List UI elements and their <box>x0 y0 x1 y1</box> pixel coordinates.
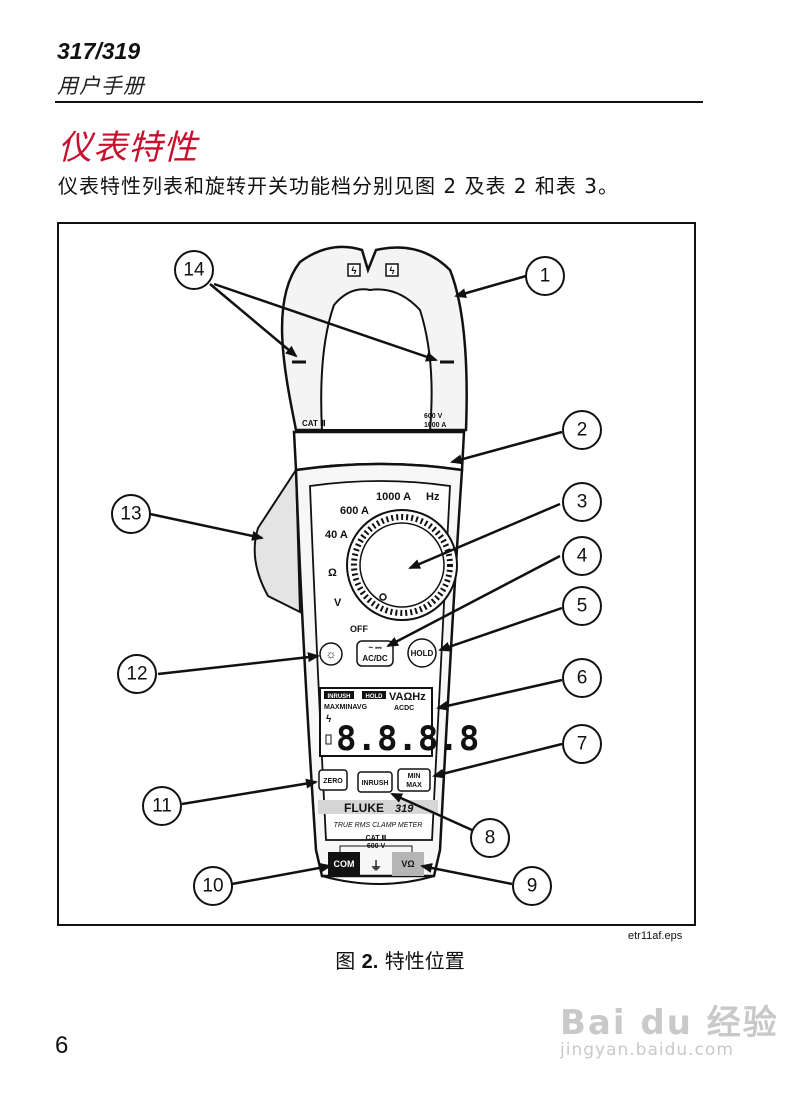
svg-text:COM: COM <box>334 859 355 869</box>
dial-40a: 40 A <box>325 529 348 541</box>
svg-text:VΩ: VΩ <box>401 859 414 869</box>
svg-text:ϟ: ϟ <box>351 266 357 277</box>
dial-1000a: 1000 A <box>376 491 411 503</box>
acdc-symbol-icon: ~ ⎓ <box>368 643 382 652</box>
dial-volt: V <box>334 597 342 609</box>
svg-text:INRUSH: INRUSH <box>362 780 389 787</box>
minmax-button[interactable]: MIN MAX <box>397 768 431 792</box>
jaw-opening <box>320 288 433 431</box>
callout-8: 8 <box>470 818 510 858</box>
callout-2: 2 <box>562 410 602 450</box>
figure-frame <box>57 222 696 926</box>
ground-icon: ⏚ <box>370 859 382 873</box>
svg-text:HOLD: HOLD <box>411 649 434 658</box>
callout-13: 13 <box>111 494 151 534</box>
clamp-meter-figure: ϟ ϟ CAT Ⅲ 600 V 1000 A 1000 A Hz 600 A 4… <box>111 245 602 906</box>
figure-file-label: etr11af.eps <box>628 930 683 942</box>
svg-text:10: 10 <box>202 876 223 897</box>
callout-12: 12 <box>117 654 157 694</box>
svg-text:MIN: MIN <box>408 773 421 780</box>
dial-ohm: Ω <box>328 567 337 579</box>
sun-icon: ☼ <box>326 647 337 661</box>
svg-text:2: 2 <box>577 420 588 441</box>
watermark-logo: Bai du 经验 <box>560 1003 779 1043</box>
svg-text:3: 3 <box>577 492 588 513</box>
rating-voltage: 600 V <box>424 413 443 420</box>
brand-logo: FLUKE <box>344 801 384 815</box>
svg-text:MAXMINAVG: MAXMINAVG <box>324 704 368 711</box>
header-rule <box>55 101 703 103</box>
callout-3: 3 <box>562 482 602 522</box>
svg-text:11: 11 <box>152 796 172 817</box>
acdc-button[interactable]: AC/DC ~ ⎓ <box>356 640 394 667</box>
lcd-display: INRUSH HOLD VAΩHz MAXMINAVG ACDC ϟ 8.8.8… <box>319 687 479 759</box>
callout-14: 14 <box>174 250 214 290</box>
svg-text:INRUSH: INRUSH <box>327 694 350 700</box>
svg-text:13: 13 <box>120 504 141 525</box>
backlight-button[interactable]: ☼ <box>319 642 343 666</box>
inrush-button[interactable]: INRUSH <box>357 771 393 793</box>
dial-600a: 600 A <box>340 505 369 517</box>
svg-text:5: 5 <box>577 596 588 617</box>
svg-text:ϟ: ϟ <box>389 266 395 277</box>
page-number: 6 <box>55 1032 69 1059</box>
zero-button[interactable]: ZERO <box>318 769 348 791</box>
callout-1: 1 <box>525 256 565 296</box>
callout-7: 7 <box>562 724 602 764</box>
intro-paragraph: 仪表特性列表和旋转开关功能档分别见图 2 及表 2 和表 3。 <box>58 174 619 198</box>
svg-text:AC/DC: AC/DC <box>362 654 388 663</box>
svg-text:ZERO: ZERO <box>323 778 343 785</box>
svg-text:ACDC: ACDC <box>394 705 414 712</box>
lightning-icon: ϟ <box>326 714 332 725</box>
svg-text:VAΩHz: VAΩHz <box>389 691 426 703</box>
svg-text:6: 6 <box>577 668 588 689</box>
callout-4: 4 <box>562 536 602 576</box>
cat-rating-left: CAT Ⅲ <box>302 419 326 428</box>
callout-6: 6 <box>562 658 602 698</box>
com-jack[interactable]: COM <box>328 852 360 876</box>
svg-text:CAT Ⅲ: CAT Ⅲ <box>366 834 387 842</box>
figure-caption: 图 2. 特性位置 <box>335 949 465 973</box>
section-title: 仪表特性 <box>58 128 198 168</box>
watermark-url: jingyan.baidu.com <box>560 1040 734 1060</box>
svg-text:1: 1 <box>540 266 551 287</box>
svg-text:12: 12 <box>126 664 147 685</box>
svg-text:HOLD: HOLD <box>366 694 384 700</box>
svg-text:4: 4 <box>577 546 588 567</box>
rotary-switch[interactable] <box>346 509 458 621</box>
watermark: Bai du 经验 jingyan.baidu.com <box>560 995 779 1060</box>
callout-11: 11 <box>142 786 182 826</box>
callout-5: 5 <box>562 586 602 626</box>
svg-text:14: 14 <box>183 260 205 281</box>
hold-button[interactable]: HOLD <box>407 638 437 668</box>
callout-10: 10 <box>193 866 233 906</box>
svg-text:9: 9 <box>527 876 538 897</box>
dial-off: OFF <box>350 624 368 634</box>
model-number: 319 <box>395 803 414 815</box>
rating-current: 1000 A <box>424 422 446 429</box>
jaw-trigger <box>253 466 302 614</box>
manual-subtitle: 用户手册 <box>57 74 145 98</box>
lcd-digits: 8.8.8.8 <box>336 719 479 759</box>
svg-text:7: 7 <box>577 734 588 755</box>
svg-text:MAX: MAX <box>406 782 422 789</box>
tagline: TRUE RMS CLAMP METER <box>334 822 423 829</box>
dial-hz: Hz <box>426 491 440 503</box>
manual-model: 317/319 <box>57 38 141 64</box>
battery-icon <box>325 734 332 745</box>
svg-text:8: 8 <box>485 828 496 849</box>
callout-9: 9 <box>512 866 552 906</box>
vohm-jack[interactable]: VΩ <box>392 852 424 876</box>
